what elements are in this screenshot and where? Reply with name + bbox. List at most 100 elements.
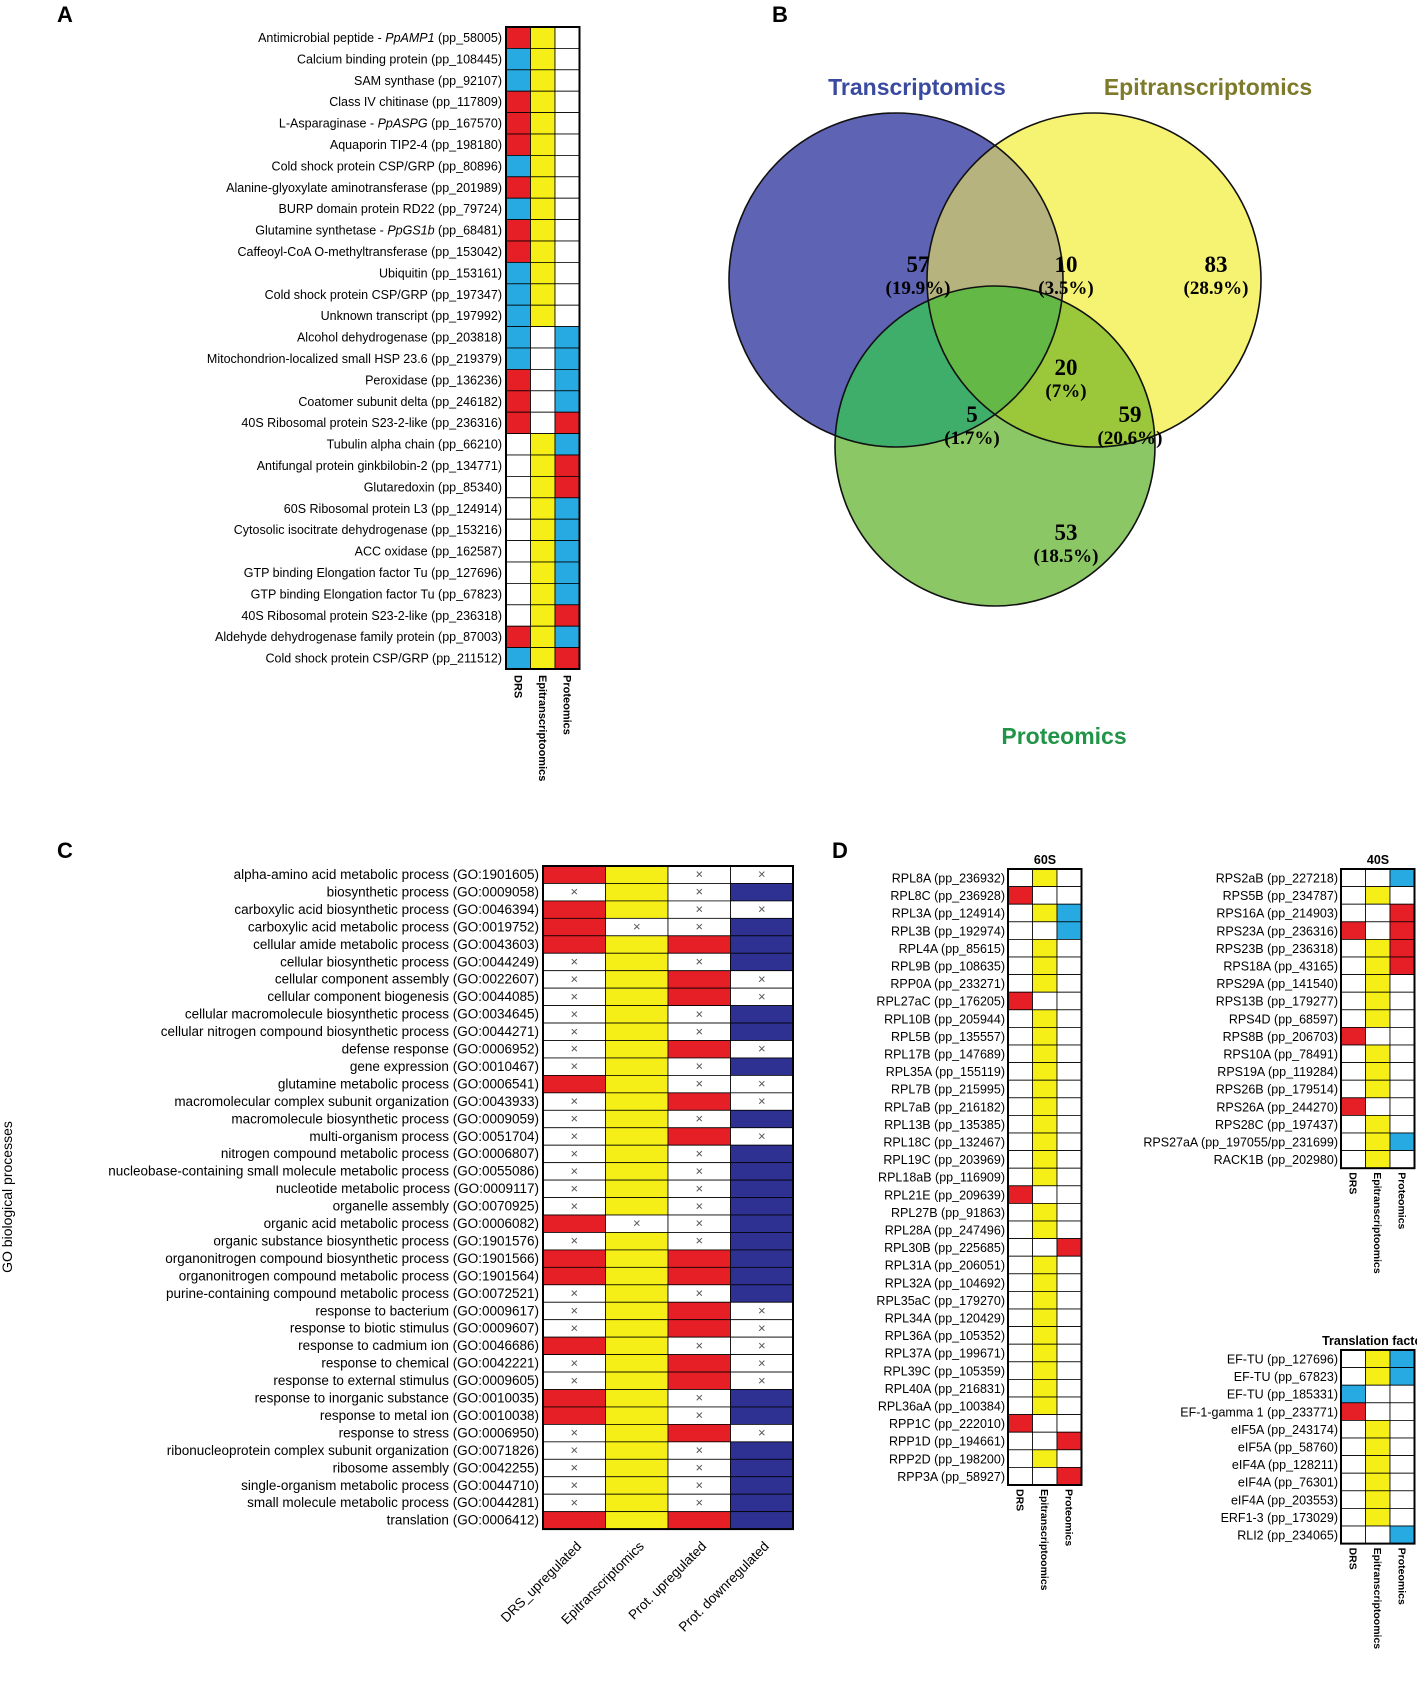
heatmap-cell — [530, 390, 556, 413]
heatmap-cell — [1389, 903, 1415, 923]
heatmap-cell — [505, 347, 531, 370]
heatmap-cell — [530, 26, 556, 49]
heatmap-cell — [1389, 1132, 1415, 1152]
heatmap-cell — [505, 561, 531, 584]
heatmap-cell — [667, 1040, 731, 1059]
not-significant-mark: × — [570, 1373, 578, 1388]
panel-letter: A — [57, 2, 73, 27]
protein-label: Antifungal protein ginkbilobin-2 (pp_134… — [257, 459, 502, 473]
heatmap-cell — [605, 1109, 669, 1129]
protein-label: RPS19A (pp_119284) — [1217, 1065, 1338, 1079]
not-significant-mark: × — [570, 1443, 578, 1458]
heatmap-cell — [1340, 886, 1366, 905]
heatmap-cell — [1056, 1185, 1082, 1204]
heatmap-cell — [530, 133, 556, 156]
heatmap-cell — [1007, 1291, 1033, 1310]
heatmap-cell — [1365, 974, 1391, 993]
heatmap-cell — [505, 390, 531, 413]
heatmap-cell — [1340, 1437, 1366, 1457]
heatmap-cell — [1340, 1384, 1366, 1404]
heatmap-cell — [505, 69, 531, 92]
not-significant-mark: × — [758, 1076, 766, 1091]
protein-label: ACC oxidase (pp_162587) — [355, 545, 502, 559]
protein-label: RPS29A (pp_141540) — [1216, 977, 1338, 991]
heatmap-cell — [1032, 1291, 1058, 1310]
protein-label: Aquaporin TIP2-4 (pp_198180) — [330, 138, 502, 152]
heatmap-cell — [505, 518, 531, 542]
heatmap-cell — [530, 347, 556, 370]
not-significant-mark: × — [570, 1477, 578, 1492]
protein-label: Calcium binding protein (pp_108445) — [297, 52, 502, 66]
heatmap-cell — [1056, 903, 1082, 923]
heatmap-cell — [1007, 1326, 1033, 1345]
not-significant-mark: × — [570, 1425, 578, 1440]
heatmap-cell — [730, 1458, 794, 1478]
heatmap-cell — [1007, 1238, 1033, 1257]
heatmap-cell — [1007, 974, 1033, 993]
heatmap-cell — [730, 1389, 794, 1408]
go-term-label: nucleotide metabolic process (GO:0009117… — [276, 1181, 539, 1196]
heatmap-cell — [505, 647, 531, 670]
not-significant-mark: × — [758, 902, 766, 917]
not-significant-mark: × — [695, 1443, 703, 1458]
heatmap-cell — [605, 1389, 669, 1408]
heatmap-cell — [505, 368, 531, 392]
not-significant-mark: × — [570, 1286, 578, 1301]
heatmap-cell — [1032, 974, 1058, 993]
heatmap-cell — [730, 1406, 794, 1425]
not-significant-mark: × — [570, 1163, 578, 1178]
heatmap-cell — [605, 987, 669, 1007]
heatmap-cell — [505, 133, 531, 156]
heatmap-cell — [605, 900, 669, 919]
protein-label: EF-TU (pp_185331) — [1227, 1388, 1338, 1402]
protein-label: RPL27aC (pp_176205) — [876, 995, 1005, 1009]
heatmap-cell — [730, 917, 794, 937]
title-transcriptomics: Transcriptomics — [828, 74, 1006, 100]
go-term-label: biosynthetic process (GO:0009058) — [327, 884, 539, 899]
protein-label: GTP binding Elongation factor Tu (pp_678… — [251, 587, 502, 601]
column-label: DRS — [1346, 1548, 1358, 1570]
panel-letter: C — [57, 838, 73, 863]
heatmap-cell — [1340, 1525, 1366, 1545]
heatmap-cell — [1365, 1455, 1391, 1474]
heatmap-cell — [1056, 1027, 1082, 1046]
heatmap-cell — [554, 518, 580, 542]
heatmap-cell — [1056, 1343, 1082, 1363]
region-percent: (1.7%) — [944, 428, 999, 449]
not-significant-mark: × — [758, 1338, 766, 1353]
heatmap-cell — [542, 1389, 606, 1408]
label-part: ACC oxidase (pp_162587) — [355, 545, 502, 559]
heatmap-cell — [1007, 1044, 1033, 1064]
heatmap-cell — [1007, 886, 1033, 905]
protein-label: Antimicrobial peptide - PpAMP1 (pp_58005… — [258, 31, 502, 45]
heatmap-cell — [1032, 1361, 1058, 1380]
label-part: Unknown transcript (pp_197992) — [321, 309, 502, 323]
not-significant-mark: × — [570, 1024, 578, 1039]
heatmap-cell — [1007, 1343, 1033, 1363]
protein-label: RPS16A (pp_214903) — [1216, 907, 1338, 921]
protein-label: RPS4D (pp_68597) — [1229, 1012, 1338, 1026]
heatmap-cell — [1340, 1097, 1366, 1116]
heatmap-cell — [505, 154, 531, 178]
heatmap-cell — [1032, 921, 1058, 940]
heatmap-cell — [1340, 1132, 1366, 1152]
heatmap-cell — [1056, 1326, 1082, 1345]
heatmap-cell — [505, 454, 531, 477]
heatmap-cell — [1032, 1379, 1058, 1398]
protein-label: Cytosolic isocitrate dehydrogenase (pp_1… — [234, 523, 502, 537]
not-significant-mark: × — [695, 1076, 703, 1091]
panel-letter: B — [772, 2, 788, 27]
heatmap-cell — [530, 219, 556, 242]
title-epitranscriptomics: Epitranscriptomics — [1104, 74, 1312, 100]
not-significant-mark: × — [570, 884, 578, 899]
not-significant-mark: × — [570, 1146, 578, 1161]
heatmap-cell — [1365, 1044, 1391, 1064]
heatmap-cell — [505, 48, 531, 71]
not-significant-mark: × — [695, 1146, 703, 1161]
table-title: 60S — [1034, 853, 1056, 867]
go-term-label: single-organism metabolic process (GO:00… — [241, 1478, 539, 1493]
label-part: (pp_68481) — [435, 224, 502, 238]
heatmap-cell — [542, 865, 606, 884]
